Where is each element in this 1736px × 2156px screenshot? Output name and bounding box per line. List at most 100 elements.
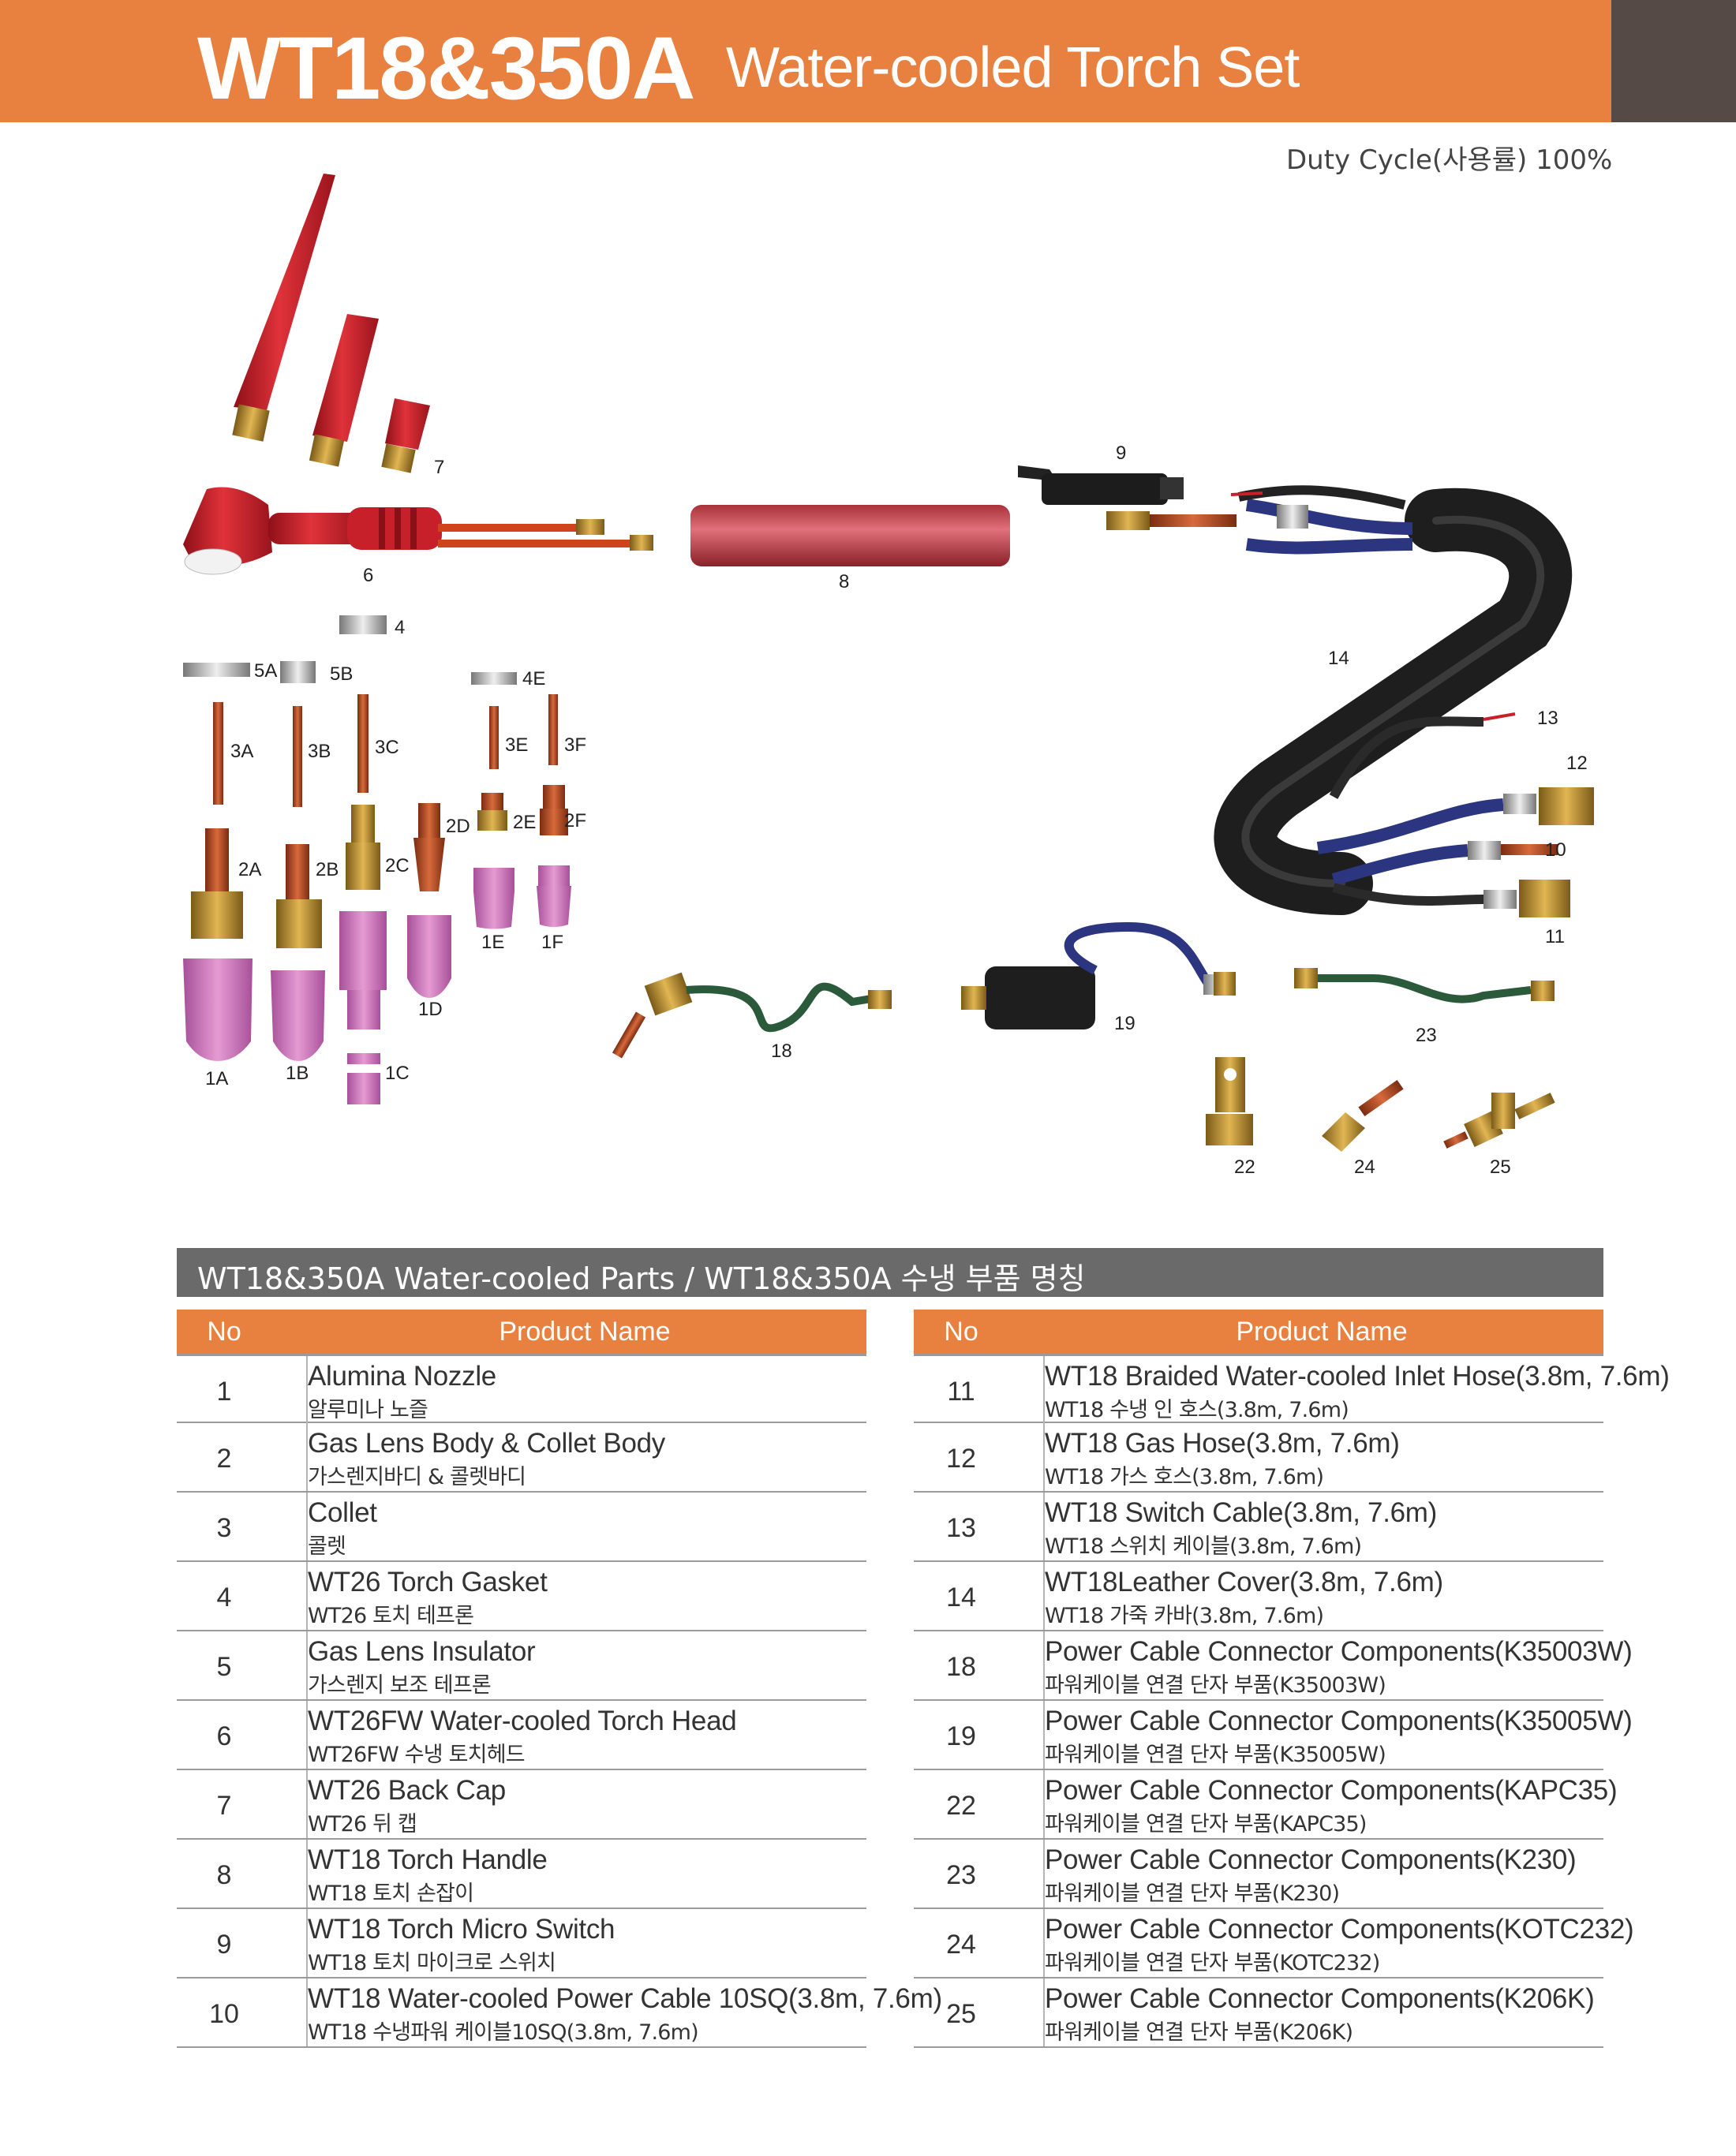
part-number: 6 xyxy=(216,1721,232,1751)
label-1A: 1A xyxy=(205,1068,228,1089)
collet-body-2f xyxy=(540,785,568,835)
part-name-en: Alumina Nozzle xyxy=(308,1361,496,1392)
collet-body-2c xyxy=(346,805,380,890)
part-number: 18 xyxy=(946,1652,976,1682)
column-divider xyxy=(1043,1493,1045,1560)
inlet-hose xyxy=(1332,883,1484,906)
connector-k206k xyxy=(1443,1093,1555,1149)
label-6: 6 xyxy=(363,565,373,586)
part-name-ko: 파워케이블 연결 단자 부품(K230) xyxy=(1045,1881,1340,1906)
part-name-ko: WT26 뒤 캡 xyxy=(308,1812,417,1837)
nozzle-1c xyxy=(339,911,387,1104)
label-1D: 1D xyxy=(418,999,443,1020)
part-number: 23 xyxy=(946,1860,976,1890)
part-name-ko: 파워케이블 연결 단자 부품(K35005W) xyxy=(1045,1743,1386,1767)
part-name-en: WT18 Torch Handle xyxy=(308,1844,548,1875)
part-number: 5 xyxy=(216,1652,232,1682)
model-subtitle: Water-cooled Torch Set xyxy=(726,36,1300,99)
column-divider xyxy=(1043,1631,1045,1699)
part-name-ko: 파워케이블 연결 단자 부품(KOTC232) xyxy=(1045,1951,1380,1975)
column-divider xyxy=(1043,1909,1045,1977)
part-name-en: WT26FW Water-cooled Torch Head xyxy=(308,1706,737,1736)
back-cap-short xyxy=(381,398,430,473)
part-name-en: WT18Leather Cover(3.8m, 7.6m) xyxy=(1045,1567,1443,1597)
nozzle-1a xyxy=(183,958,253,1061)
col-name-header: Product Name xyxy=(499,1317,671,1347)
part-name-en: WT18 Switch Cable(3.8m, 7.6m) xyxy=(1045,1497,1438,1528)
micro-switch xyxy=(1018,465,1237,530)
part-name-ko: 파워케이블 연결 단자 부품(K35003W) xyxy=(1045,1673,1386,1698)
part-number: 12 xyxy=(946,1444,976,1474)
part-number: 7 xyxy=(216,1791,232,1821)
label-12: 12 xyxy=(1566,753,1588,774)
nozzle-1f xyxy=(537,865,571,927)
part-name-ko: 가스렌지 보조 테프론 xyxy=(308,1673,492,1698)
torch-head xyxy=(183,487,653,575)
part-name-en: WT26 Torch Gasket xyxy=(308,1567,548,1597)
column-divider xyxy=(1043,1701,1045,1769)
part-name-ko: WT26FW 수냉 토치헤드 xyxy=(308,1743,526,1767)
part-name-en: WT18 Gas Hose(3.8m, 7.6m) xyxy=(1045,1428,1400,1459)
torch-gasket xyxy=(339,615,387,634)
part-name-en: WT18 Torch Micro Switch xyxy=(308,1914,615,1945)
label-3B: 3B xyxy=(308,741,331,762)
column-divider xyxy=(1043,1770,1045,1838)
label-4: 4 xyxy=(395,617,405,638)
collet-3e xyxy=(489,706,499,769)
part-number: 11 xyxy=(947,1377,975,1407)
part-number: 22 xyxy=(946,1791,976,1821)
part-name-ko: 파워케이블 연결 단자 부품(KAPC35) xyxy=(1045,1812,1367,1837)
part-name-ko: WT18 가죽 카바(3.8m, 7.6m) xyxy=(1045,1604,1324,1628)
part-name-en: Power Cable Connector Components(K35005W… xyxy=(1045,1706,1633,1736)
gas-lens-body-2b xyxy=(276,844,322,948)
label-5A: 5A xyxy=(254,660,277,682)
table-row: 18 Power Cable Connector Components(K3500… xyxy=(914,1631,1633,1701)
section-bar xyxy=(177,1248,1603,1297)
label-14: 14 xyxy=(1328,648,1349,669)
column-divider xyxy=(306,1701,308,1769)
collet-3f xyxy=(548,694,558,765)
label-2F: 2F xyxy=(564,810,586,831)
part-number: 2 xyxy=(216,1444,232,1474)
column-divider xyxy=(1043,1356,1045,1424)
table-row: 13 WT18 Switch Cable(3.8m, 7.6m) WT18 스위치 … xyxy=(914,1493,1603,1562)
label-2C: 2C xyxy=(385,855,410,876)
connector-kotc232 xyxy=(1322,1080,1404,1152)
part-name-ko: WT18 가스 호스(3.8m, 7.6m) xyxy=(1045,1465,1324,1489)
part-number: 1 xyxy=(216,1377,232,1407)
part-number: 4 xyxy=(216,1582,232,1612)
col-no-header: No xyxy=(944,1317,978,1347)
part-name-ko: WT18 스위치 케이블(3.8m, 7.6m) xyxy=(1045,1534,1362,1559)
label-19: 19 xyxy=(1114,1013,1136,1034)
label-13: 13 xyxy=(1537,708,1558,729)
part-name-en: Power Cable Connector Components(K206K) xyxy=(1045,1983,1595,2014)
part-number: 13 xyxy=(946,1513,976,1543)
parts-diagram: 7 6 8 9 4 5A 5B 4E 3A 3B 3C xyxy=(183,174,1594,1178)
label-2A: 2A xyxy=(238,859,261,880)
table-header: No Product Name xyxy=(177,1310,866,1354)
connector-k35005w xyxy=(961,921,1236,1029)
column-divider xyxy=(306,1562,308,1630)
label-3E: 3E xyxy=(505,734,528,756)
part-number: 25 xyxy=(946,1999,976,2029)
gas-hose xyxy=(1316,798,1504,854)
part-name-en: Gas Lens Insulator xyxy=(308,1636,536,1667)
table-row: 25 Power Cable Connector Components(K206K… xyxy=(914,1979,1603,2048)
column-divider xyxy=(1043,1979,1045,2046)
column-divider xyxy=(306,1631,308,1699)
part-name-en: WT18 Water-cooled Power Cable 10SQ(3.8m,… xyxy=(308,1983,942,2014)
part-name-en: Power Cable Connector Components(K35003W… xyxy=(1045,1636,1633,1667)
part-number: 9 xyxy=(216,1930,232,1960)
part-name-ko: WT18 수냉 인 호스(3.8m, 7.6m) xyxy=(1045,1398,1349,1422)
part-name-en: Power Cable Connector Components(K230) xyxy=(1045,1844,1577,1875)
part-name-ko: WT18 토치 마이크로 스위치 xyxy=(308,1951,556,1975)
part-number: 3 xyxy=(216,1513,232,1543)
connector-kapc35 xyxy=(1206,1057,1253,1145)
label-3C: 3C xyxy=(375,737,399,758)
collet-body-2e xyxy=(477,793,507,831)
label-3A: 3A xyxy=(230,741,253,762)
